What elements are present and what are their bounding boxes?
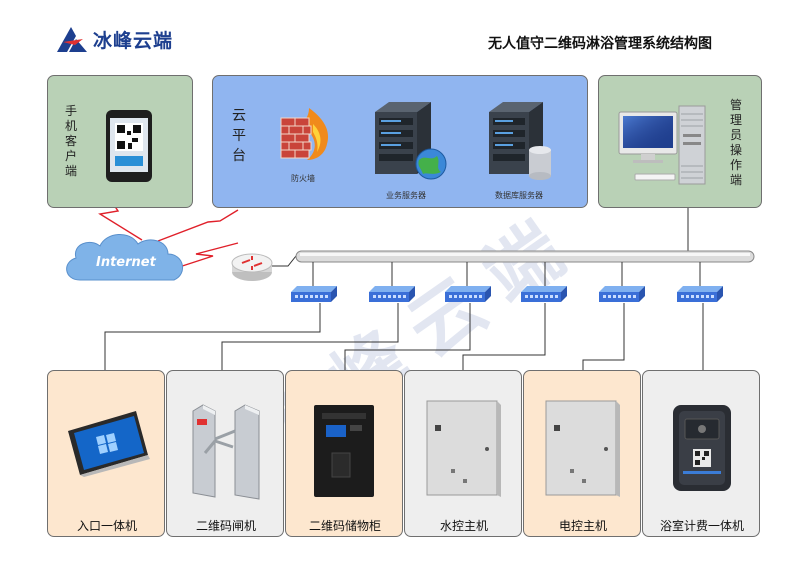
device-label-water: 水控主机 (439, 519, 488, 533)
database-server-icon (489, 102, 551, 180)
mobile-client-panel: 手机客户端 (47, 75, 193, 208)
switch-row (291, 286, 723, 302)
device-label-entry: 入口一体机 (76, 519, 137, 533)
logo-icon (57, 27, 87, 52)
firewall-icon (280, 108, 329, 160)
device-card-gate: 二维码闸机 (166, 370, 284, 537)
smartphone-qr-icon (106, 110, 152, 182)
power-control-box-icon (545, 400, 620, 497)
locker-icon (314, 405, 374, 497)
mobile-client-label: 手机客户端 (64, 104, 77, 178)
brand-logo: 冰峰云端 (55, 24, 173, 54)
device-card-billing: 浴室计费一体机 (642, 370, 760, 537)
firewall-label: 防火墙 (291, 174, 315, 183)
internet-cloud: Internet (60, 228, 192, 292)
billing-terminal-icon (673, 405, 731, 491)
turnstile-gate-icon (192, 404, 260, 500)
app-server-label: 业务服务器 (386, 191, 426, 200)
device-label-billing: 浴室计费一体机 (659, 519, 744, 533)
admin-panel: 管理员操作端 (598, 75, 762, 208)
page-title: 无人值守二维码淋浴管理系统结构图 (488, 36, 712, 52)
server-icon (375, 102, 447, 180)
device-card-water: 水控主机 (404, 370, 522, 537)
admin-panel-label: 管理员操作端 (729, 98, 742, 187)
water-control-box-icon (426, 400, 501, 497)
device-label-locker: 二维码储物柜 (308, 519, 381, 533)
router-icon (231, 253, 273, 281)
cloud-platform-label: 云平台 (232, 108, 246, 164)
device-card-locker: 二维码储物柜 (285, 370, 403, 537)
switch-icon (291, 286, 337, 302)
device-card-entry: 入口一体机 (47, 370, 165, 537)
desktop-computer-icon (618, 105, 706, 185)
device-label-power: 电控主机 (558, 519, 607, 533)
device-label-gate: 二维码闸机 (195, 519, 256, 533)
cloud-icon (66, 234, 183, 281)
device-card-power: 电控主机 (523, 370, 641, 537)
brand-name: 冰峰云端 (93, 29, 174, 52)
tablet-terminal-icon (68, 411, 150, 477)
cloud-platform-panel: 云平台 防火墙 业务服务器 (212, 75, 588, 208)
internet-label: Internet (96, 255, 156, 270)
db-server-label: 数据库服务器 (495, 191, 543, 200)
